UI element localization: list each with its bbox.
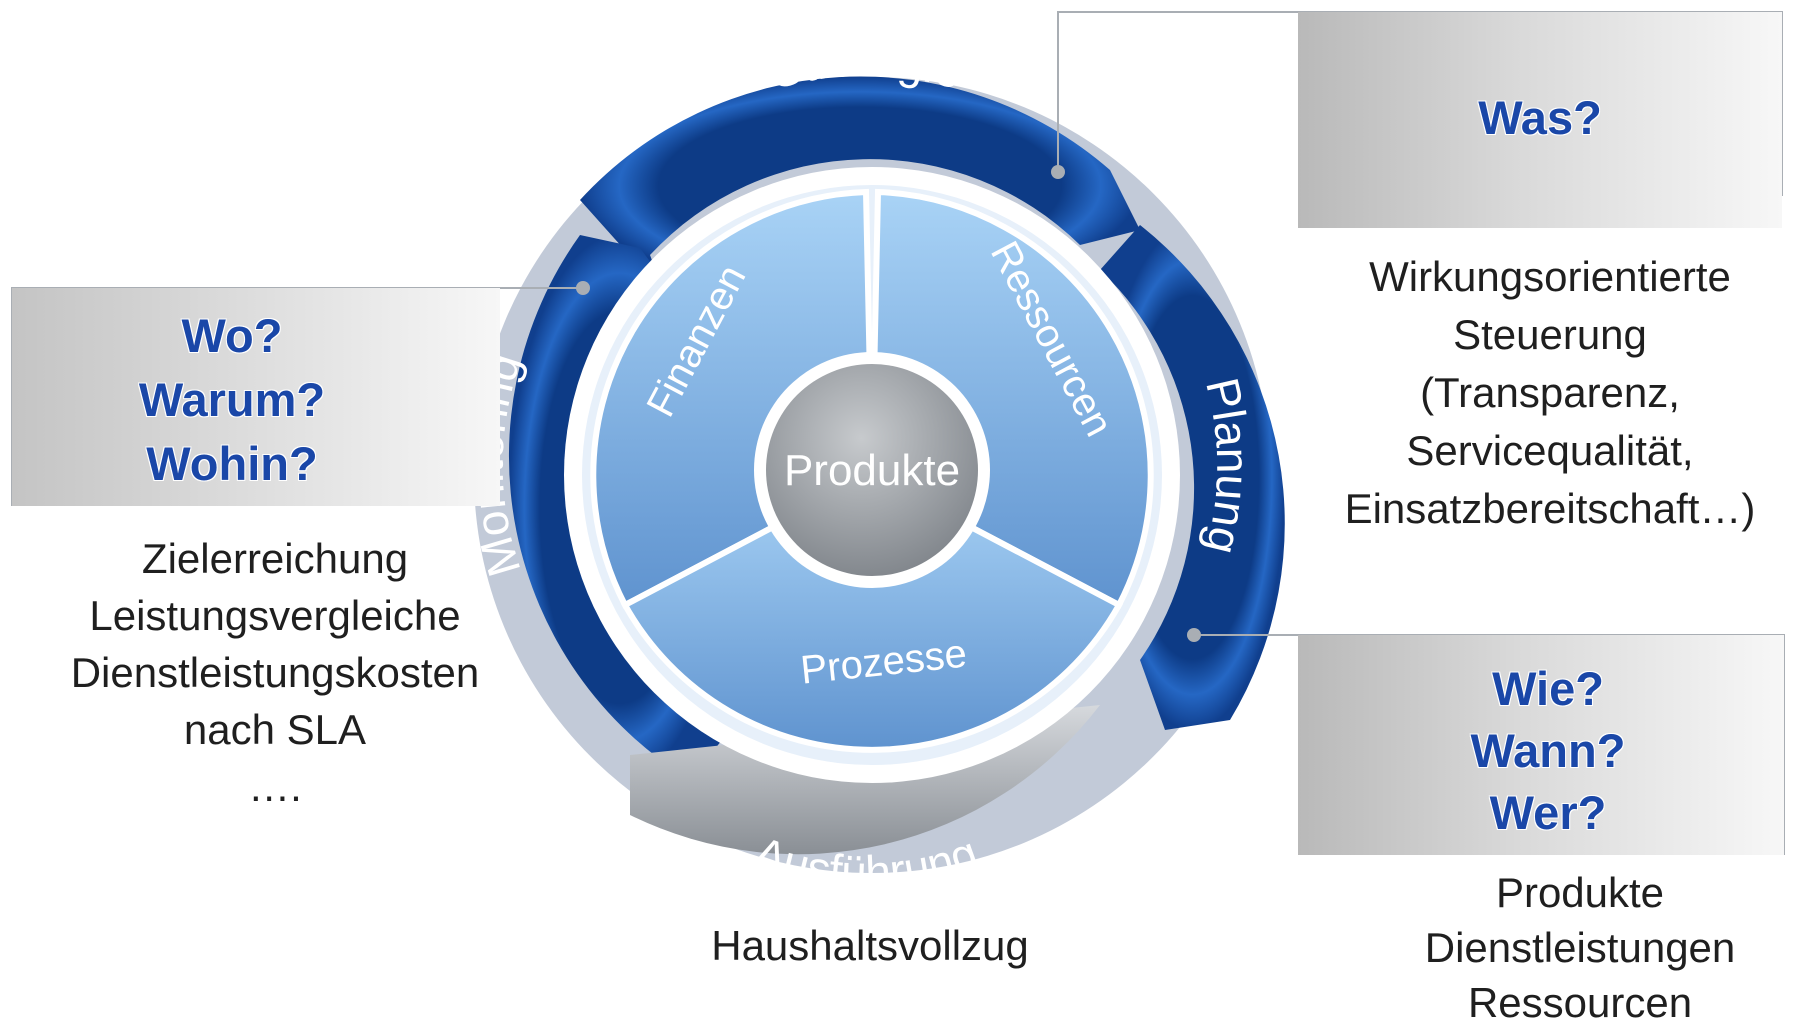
note-line: Einsatzbereitschaft…) <box>1344 485 1756 532</box>
connector-dot-wo <box>576 281 590 295</box>
question-box-wo: Wo? Warum? Wohin? <box>12 288 500 506</box>
note-line: Haushaltsvollzug <box>711 922 1029 969</box>
question-box-was: Was? <box>1298 12 1782 228</box>
ring-strategie-arrow <box>580 76 1140 295</box>
note-line: nach SLA <box>183 706 367 753</box>
note-bottom-center: Haushaltsvollzug <box>660 920 1080 971</box>
question-wann: Wann? <box>1470 724 1626 777</box>
note-line: Servicequalität, <box>1406 427 1694 474</box>
question-wie: Wie? <box>1492 662 1604 715</box>
note-line: Wirkungsorientierte <box>1369 253 1731 300</box>
note-line: Steuerung <box>1453 311 1647 358</box>
segment-prozesse <box>620 471 1124 753</box>
note-line: Produkte <box>1495 869 1665 916</box>
note-line: Dienstleistungskosten <box>70 649 480 696</box>
note-line: …. <box>248 763 302 810</box>
note-line: Zielerreichung <box>141 535 409 582</box>
note-line: Dienstleistungen <box>1424 924 1736 971</box>
question-was: Was? <box>1478 91 1602 144</box>
question-wohin: Wohin? <box>146 437 318 490</box>
note-line: Ressourcen <box>1467 979 1693 1026</box>
note-line: (Transparenz, <box>1420 369 1680 416</box>
question-wer: Wer? <box>1489 786 1607 839</box>
center-label: Produkte <box>784 446 960 495</box>
ring-monitoring-arrow <box>508 235 730 780</box>
connector-dot-was <box>1051 165 1065 179</box>
note-line: Leistungsvergleiche <box>89 592 461 639</box>
note-right-bottom: Produkte Dienstleistungen Ressourcen <box>1340 865 1798 1030</box>
ring-planung-arrow <box>1100 225 1285 730</box>
connector-dot-wie <box>1187 628 1201 642</box>
center-circle <box>766 364 978 576</box>
question-wo: Wo? <box>181 309 283 362</box>
note-right-top: Wirkungsorientierte Steuerung (Transpare… <box>1310 248 1790 538</box>
question-warum: Warum? <box>138 373 326 426</box>
note-left: Zielerreichung Leistungsvergleiche Diens… <box>20 530 530 815</box>
question-box-wie: Wie? Wann? Wer? <box>1298 635 1784 855</box>
